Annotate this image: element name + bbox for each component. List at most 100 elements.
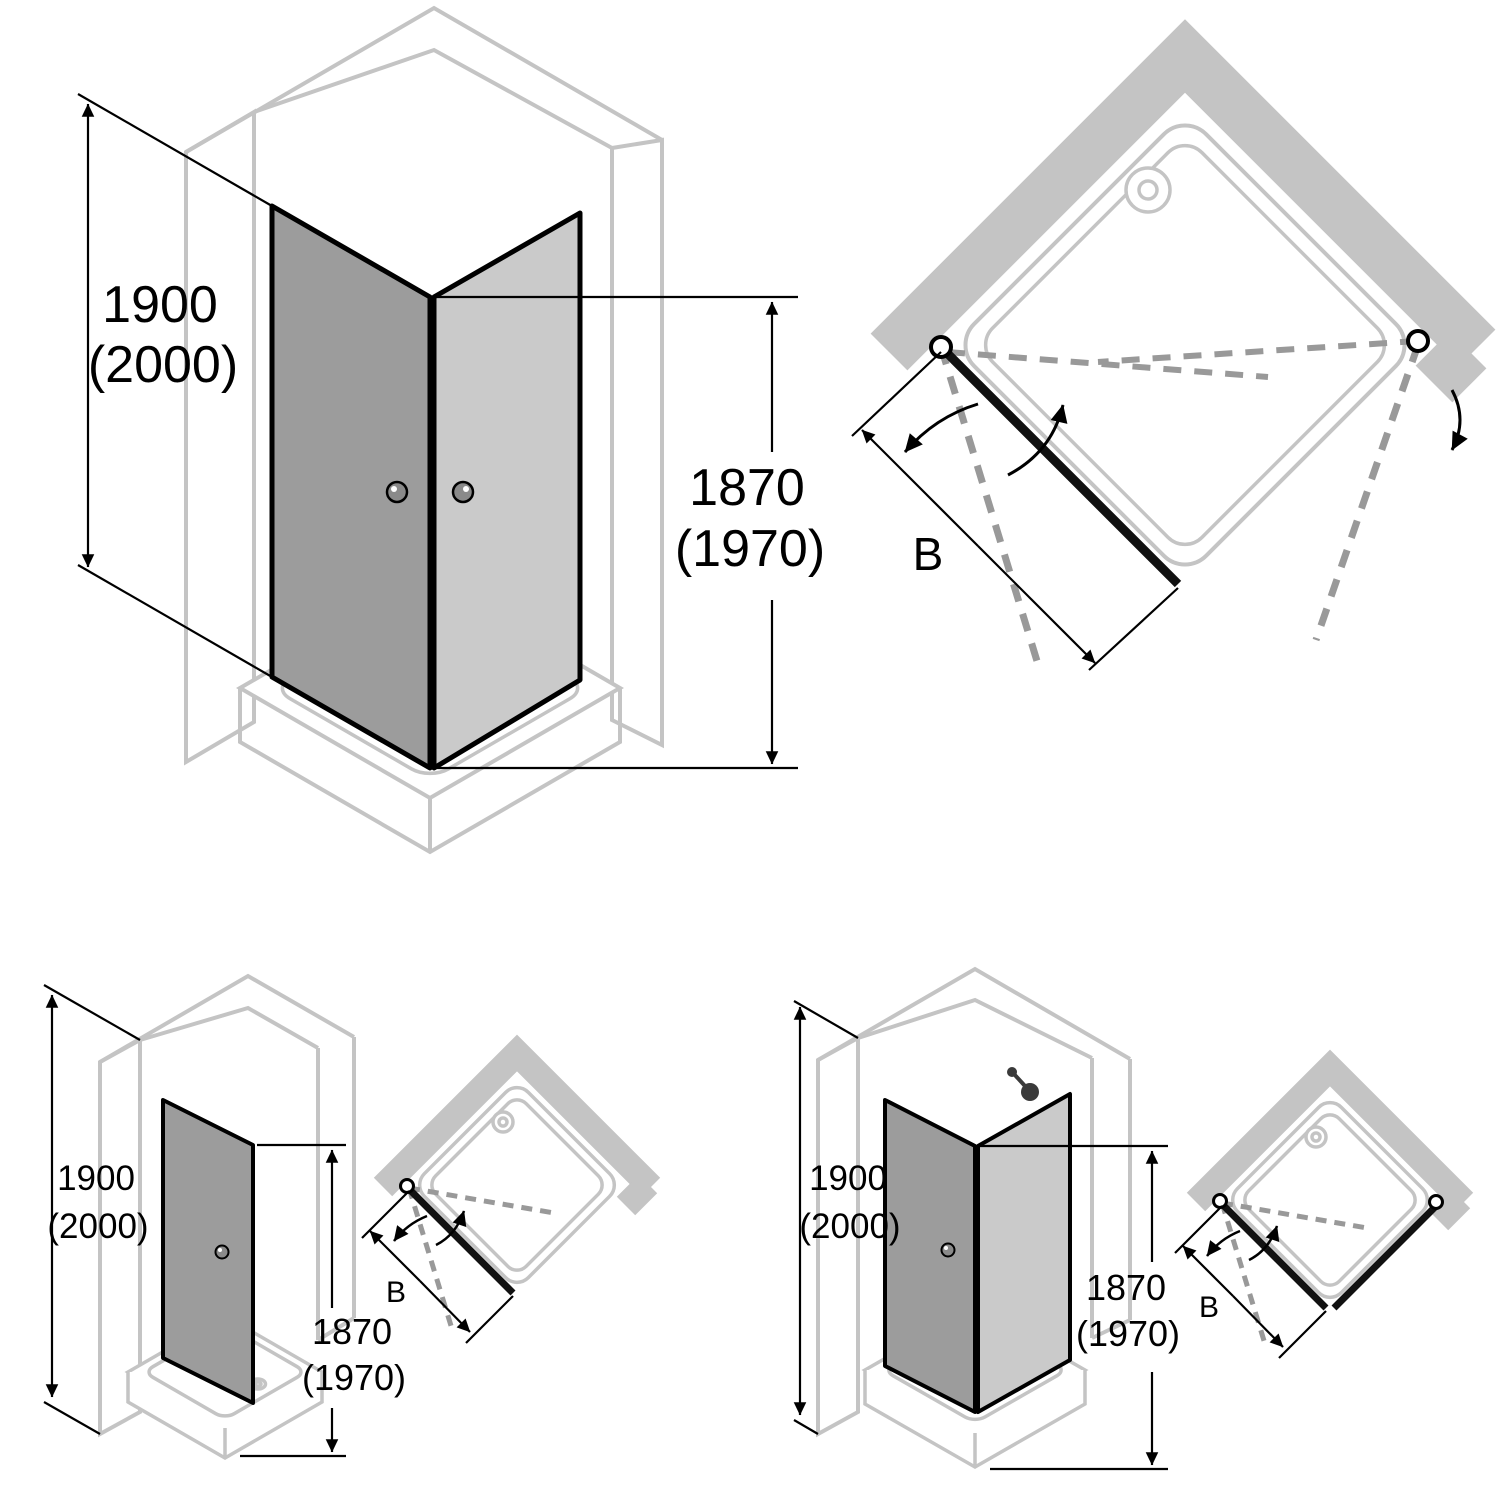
height-glass-value: 1870: [1086, 1267, 1166, 1308]
drain-icon-center: [1137, 179, 1159, 201]
wall-top-outer-edge: [184, 5, 664, 154]
height-glass-alt: (1970): [1076, 1313, 1180, 1354]
shower-tray-plan: [963, 123, 1407, 567]
hinge-icon: [399, 1178, 415, 1194]
wall-band: [373, 1034, 661, 1197]
door-swing-inward-dashed: [946, 349, 1269, 380]
glass-door: [883, 1098, 977, 1414]
extension-line: [793, 1419, 819, 1435]
door-handle-highlight: [391, 486, 397, 492]
door-panel: [161, 1098, 255, 1405]
door-left-panel: [269, 203, 433, 771]
dimension-line: [977, 545, 1096, 664]
dimension-line: [861, 429, 979, 547]
extension-line: [465, 1295, 514, 1344]
wall-right-post: [1090, 1058, 1132, 1340]
height-total-alt: (2000): [47, 1207, 148, 1246]
door-handle-icon: [451, 480, 475, 504]
wall-band: [1186, 1049, 1474, 1212]
door-handle-icon: [940, 1242, 956, 1258]
door-handle-highlight: [944, 1246, 948, 1250]
extension-line: [1278, 1310, 1327, 1359]
panel-corner-entry-plan: B: [851, 19, 1496, 671]
extension-line: [43, 1401, 101, 1435]
dimension-line: [369, 1230, 421, 1282]
door-closed-line: [406, 1186, 516, 1296]
wall-top-inner-edge: [253, 47, 613, 150]
wall-left-post: [184, 108, 256, 766]
hinge-icon: [1428, 1194, 1444, 1210]
door-closed-line: [1219, 1201, 1329, 1311]
drain-icon-center: [253, 1380, 263, 1388]
door-swing-inward-dashed: [1097, 338, 1419, 365]
extension-line: [1088, 587, 1179, 671]
tray-basin: [430, 1098, 604, 1272]
shower-tray-plan: [417, 1085, 617, 1285]
width-dimension: B: [1174, 1205, 1327, 1359]
height-total-alt: (2000): [799, 1207, 900, 1246]
extension-line: [43, 984, 141, 1041]
swing-arrow-icon: [1248, 1225, 1280, 1262]
dimension-line: [1232, 1295, 1284, 1348]
panel-door-side-panel-plan: B: [1174, 1049, 1474, 1359]
wall-stub: [1429, 1189, 1471, 1231]
wall-top-inner-edge: [857, 997, 1093, 1060]
height-total-alt: (2000): [88, 336, 238, 394]
wall-top-outer-edge: [98, 973, 355, 1064]
wall-outline: [184, 5, 664, 766]
height-total-dimension: 1900 (2000): [43, 984, 149, 1435]
wall-outline: [98, 973, 356, 1438]
panel-pivot-door-front: 1900 (2000) 1870 (1970): [43, 973, 406, 1461]
glass-door-right: [431, 210, 583, 771]
height-glass-alt: (1970): [675, 520, 825, 578]
hinge-icon: [1212, 1193, 1228, 1209]
height-glass-alt: (1970): [302, 1357, 406, 1398]
drain-icon-center: [1310, 1131, 1322, 1143]
wall-right-post: [316, 1037, 356, 1342]
shower-tray-plan: [1230, 1100, 1430, 1300]
height-total-dimension: 1900 (2000): [77, 93, 273, 678]
wall-right-post: [610, 137, 664, 749]
height-glass-value: 1870: [312, 1311, 392, 1352]
width-label: B: [386, 1276, 406, 1309]
swing-arrow-icon: [1206, 1229, 1241, 1257]
door-handle-icon: [214, 1244, 230, 1260]
swing-arrow-icon: [1450, 389, 1468, 451]
panel-door-side-panel-front: 1900 (2000) 1870 (1970): [793, 966, 1180, 1471]
wall-stub: [616, 1174, 658, 1216]
door-handle-highlight: [463, 486, 469, 492]
height-glass-value: 1870: [689, 459, 805, 517]
wall-stub: [1415, 331, 1487, 403]
wall-top-inner-edge: [139, 1005, 319, 1050]
swing-arrow-icon: [435, 1210, 467, 1247]
height-total-dimension: 1900 (2000): [793, 1000, 901, 1435]
tray-basin: [1243, 1113, 1417, 1287]
door-right-panel: [431, 210, 583, 771]
door-handle-highlight: [218, 1248, 222, 1252]
width-dimension: B: [361, 1190, 514, 1344]
height-total-value: 1900: [102, 276, 218, 334]
wall-outline: [816, 966, 1132, 1438]
hinge-icon: [1406, 329, 1430, 353]
extension-line: [77, 564, 273, 678]
shower-head-arm: [1012, 1072, 1027, 1088]
swing-arrow-icon: [903, 402, 979, 453]
height-glass-dimension: 1870 (1970): [980, 1144, 1180, 1471]
height-glass-dimension: 1870 (1970): [240, 1143, 406, 1458]
door-swing-outward-dashed: [937, 345, 1041, 663]
tray-basin: [983, 143, 1387, 547]
swing-arrow-icon: [393, 1214, 428, 1242]
dimension-line: [419, 1280, 471, 1333]
height-total-value: 1900: [809, 1159, 887, 1198]
side-panel: [976, 1092, 1072, 1414]
width-dimension: B: [851, 351, 1179, 671]
drain-icon-center: [497, 1116, 509, 1128]
extension-line: [361, 1190, 410, 1239]
wall-top-outer-edge: [816, 966, 1132, 1062]
panel-corner-entry-front: 1900 (2000) 1870 (1970): [77, 5, 825, 855]
hinge-icon: [929, 335, 953, 359]
glass-door-left: [269, 203, 433, 771]
door-swing-outward-dashed: [1312, 343, 1422, 642]
